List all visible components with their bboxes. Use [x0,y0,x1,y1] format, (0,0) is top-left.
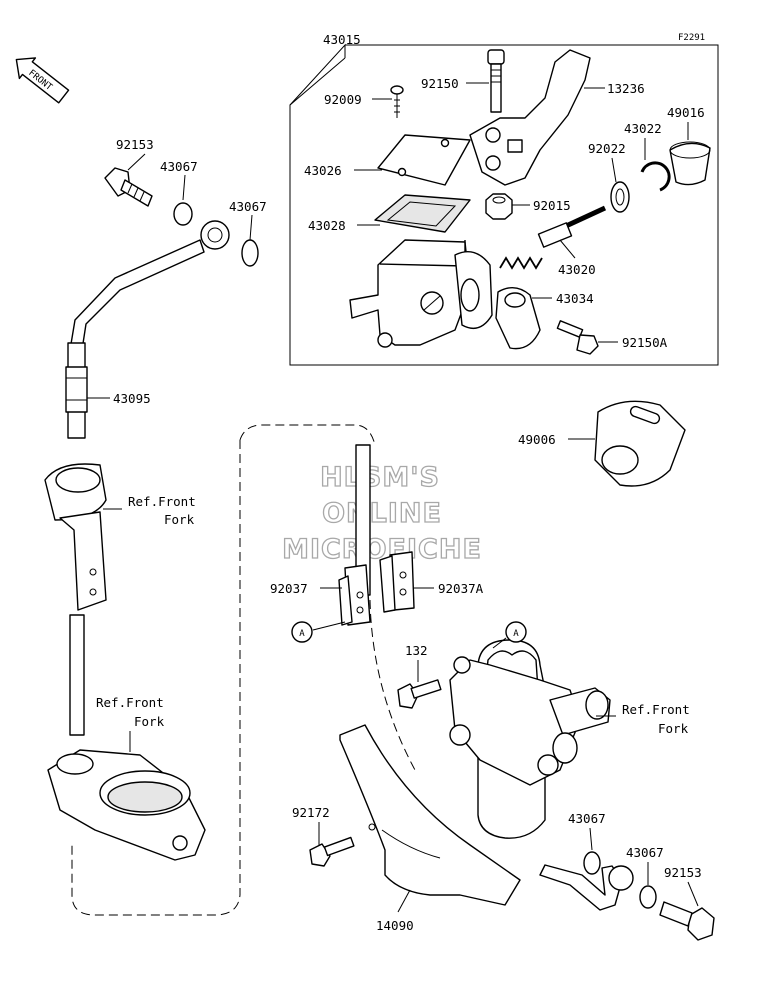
hose-clamp-plates-drawing [338,551,415,626]
label-43015: 43015 [323,32,361,47]
pivot-bolt-drawing [487,49,505,113]
washer-mid-drawing [241,239,259,267]
leader-92153a [127,153,146,171]
ref-fork-lower-line2: Fork [134,714,165,729]
clamp-bolt-drawing [556,320,599,355]
label-43067-lower-a: 43067 [568,811,606,826]
label-43067-top: 43067 [160,159,198,174]
fork-leg-drawing [449,639,611,839]
diagram-code: F2291 [678,33,705,43]
label-43067-lower-b: 43067 [626,845,664,860]
label-92037: 92037 [270,581,308,596]
label-43026: 43026 [304,163,342,178]
leader-callout-a-right [492,637,507,649]
leader-43067a [182,174,186,201]
ref-fork-right-line1: Ref.Front [622,702,690,717]
master-cylinder-drawing [349,239,493,348]
label-92172: 92172 [292,805,330,820]
front-arrow-icon: FRONT [15,57,70,104]
watermark-line-1: HLSM'S [320,462,440,493]
ref-fork-upper-line1: Ref.Front [128,494,196,509]
label-49016: 49016 [667,105,705,120]
washer-drawing [610,181,630,213]
callout-a-left-letter: A [299,629,305,639]
brake-hose-drawing [65,220,230,736]
assembly-leader [289,57,346,106]
label-92150a: 92150A [622,335,668,350]
leader-callout-a-left [312,621,346,631]
callout-a-right-letter: A [513,629,519,639]
leader-92022 [611,157,617,183]
label-43095: 43095 [113,391,151,406]
dashed-boundary [71,424,416,916]
label-92009: 92009 [324,92,362,107]
leader-92153b [687,881,699,907]
callout-a-right: A [505,621,527,643]
assembly-frame [289,43,719,366]
leader-43020 [559,239,576,259]
pivot-nut-drawing [485,193,513,220]
leader-43067c [589,827,593,851]
piston-kit-drawing [499,205,607,270]
label-43020: 43020 [558,262,596,277]
label-92015: 92015 [533,198,571,213]
label-92022: 92022 [588,141,626,156]
label-43067-mid: 43067 [229,199,267,214]
fork-clamp-lower-drawing [47,749,206,861]
label-43028: 43028 [308,218,346,233]
leader-14090 [397,889,411,913]
brake-lever-drawing [469,49,591,186]
circlip-drawing [640,161,671,192]
label-92037a: 92037A [438,581,484,596]
label-43022: 43022 [624,121,662,136]
label-92150: 92150 [421,76,459,91]
callout-a-left: A [291,621,313,643]
label-92153-top: 92153 [116,137,154,152]
ref-fork-lower-line1: Ref.Front [96,695,164,710]
leader-43067b [249,214,253,241]
watermark-line-2: ONLINE [322,498,442,529]
banjo-lower-drawing [539,851,715,941]
watermark: HLSM'S ONLINE MICROFICHE [281,461,481,565]
label-14090: 14090 [376,918,414,933]
label-132: 132 [405,643,428,658]
cap-screw-drawing [390,85,404,118]
diaphragm-drawing [374,194,471,233]
clamp-drawing [495,287,541,350]
hose-guide-drawing [44,463,107,611]
label-13236: 13236 [607,81,645,96]
label-49006: 49006 [518,432,556,447]
disc-guard-drawing [339,724,521,906]
guard-bolt-drawing [309,836,355,867]
mount-bolt-drawing [397,679,442,709]
label-43034: 43034 [556,291,594,306]
reservoir-cap-drawing [377,134,471,186]
label-92153-lower: 92153 [664,865,702,880]
ref-fork-upper-line2: Fork [164,512,195,527]
dust-boot-drawing [669,141,711,186]
washer-top-drawing [173,202,193,226]
ref-fork-right-line2: Fork [658,721,689,736]
lever-guard-drawing [594,400,686,487]
banjo-bolt-top-drawing [104,167,153,207]
